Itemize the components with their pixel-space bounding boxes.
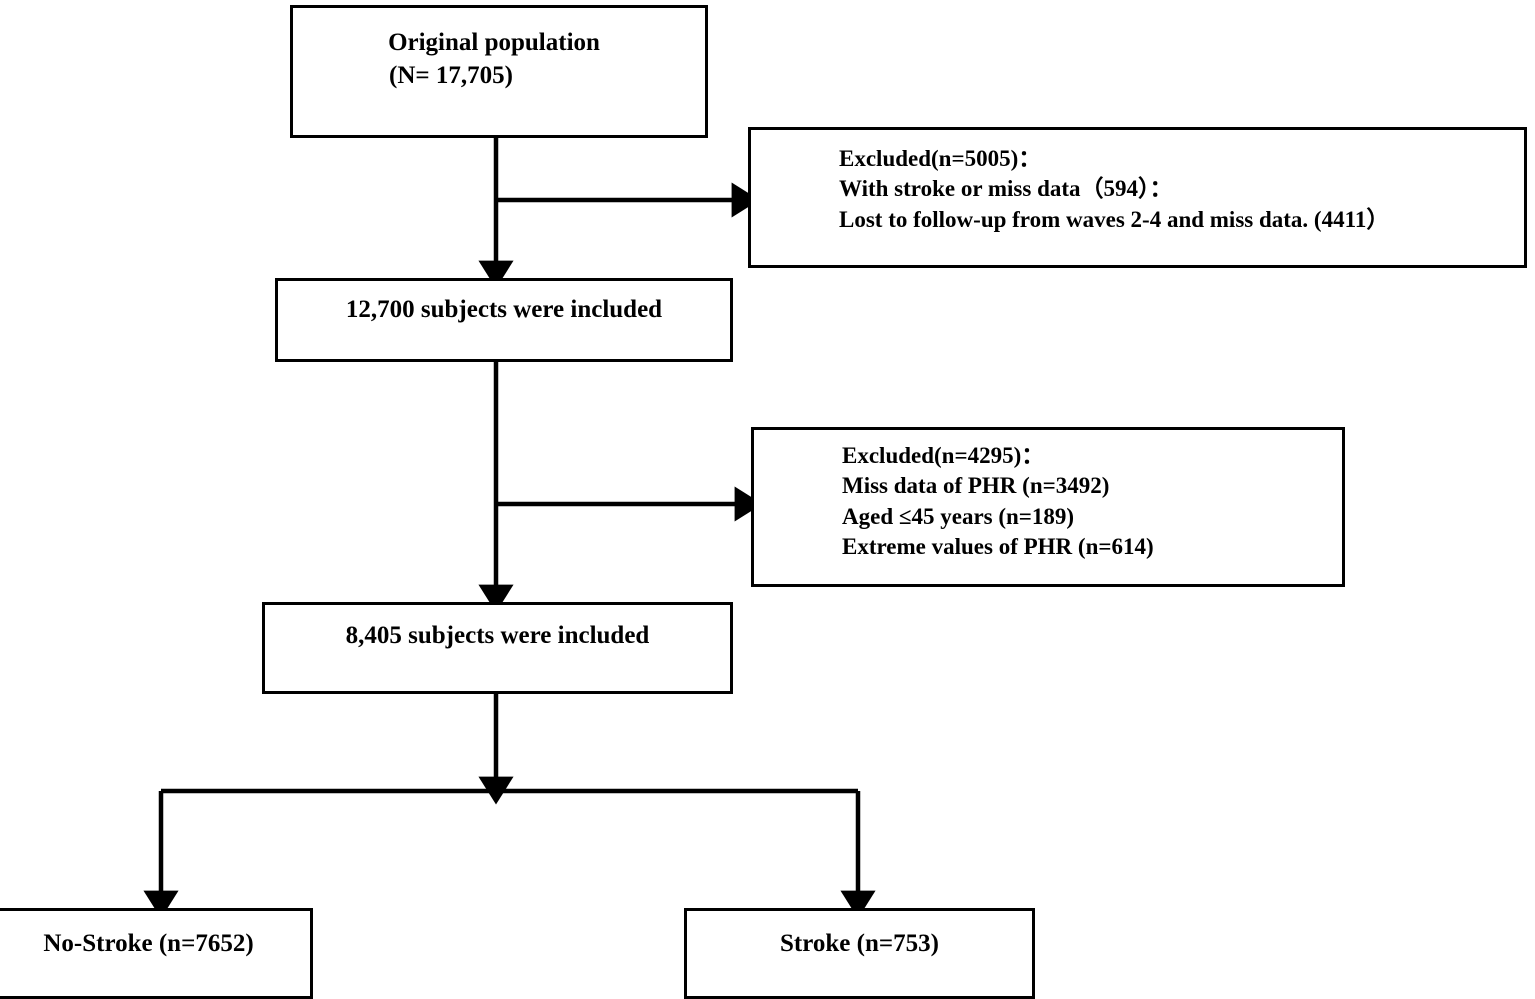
node-included-step-1: 12,700 subjects were included: [275, 278, 733, 362]
node-included-step-2: 8,405 subjects were included: [262, 602, 733, 694]
node-original-population-title: Original population: [388, 29, 600, 56]
node-outcome-stroke-label: Stroke (n=753): [780, 930, 939, 957]
node-outcome-no-stroke: No-Stroke (n=7652): [0, 908, 313, 999]
node-excluded-step-2-line-1: Excluded(n=4295)：: [842, 443, 1045, 468]
node-included-step-2-label: 8,405 subjects were included: [345, 622, 650, 649]
node-excluded-step-1: Excluded(n=5005)： With stroke or miss da…: [748, 127, 1527, 268]
node-original-population-count: (N= 17,705): [389, 62, 513, 89]
node-outcome-no-stroke-label: No-Stroke (n=7652): [43, 930, 254, 957]
node-excluded-step-2-line-2: Miss data of PHR (n=3492): [842, 473, 1110, 499]
node-included-step-1-label: 12,700 subjects were included: [345, 296, 663, 323]
node-outcome-stroke: Stroke (n=753): [684, 908, 1035, 999]
node-excluded-step-1-line-2: With stroke or miss data（594）：: [839, 176, 1173, 202]
node-excluded-step-2-line-3: Aged ≤45 years (n=189): [842, 503, 1075, 529]
node-excluded-step-2-line-4: Extreme values of PHR (n=614): [842, 534, 1154, 560]
node-original-population: Original population (N= 17,705): [290, 5, 708, 138]
node-excluded-step-1-line-3: Lost to follow-up from waves 2-4 and mis…: [839, 206, 1390, 232]
node-excluded-step-1-line-1: Excluded(n=5005)：: [839, 146, 1042, 171]
node-excluded-step-2: Excluded(n=4295)： Miss data of PHR (n=34…: [751, 427, 1345, 587]
